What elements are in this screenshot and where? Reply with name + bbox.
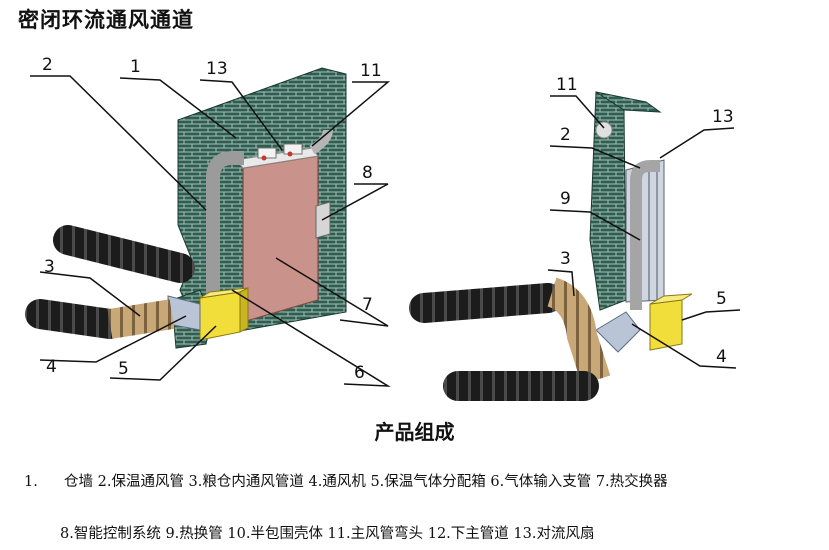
fan-unit bbox=[283, 143, 303, 155]
duct-right-upper bbox=[409, 283, 563, 323]
left-callout-numbers: 2 1 13 11 8 3 7 4 5 6 bbox=[42, 55, 382, 383]
duct-tan-section bbox=[107, 299, 175, 339]
callout-2: 2 bbox=[560, 125, 571, 145]
left-callout-lines bbox=[30, 75, 391, 387]
product-diagram: 2 1 13 11 8 3 7 4 5 6 bbox=[25, 55, 741, 401]
figure-caption: 产品组成 bbox=[374, 420, 455, 444]
left-vertical-pipe bbox=[206, 151, 244, 300]
component-list-line-1: 1. 仓墙 2.保温通风管 3.粮仓内通风管道 4.通风机 5.保温气体分配箱 6… bbox=[24, 470, 668, 491]
page-title: 密闭环流通风通道 bbox=[18, 8, 194, 32]
callout-11: 11 bbox=[360, 61, 382, 81]
component-list-line-2: 8.智能控制系统 9.热换管 10.半包围壳体 11.主风管弯头 12.下主管道… bbox=[60, 526, 595, 542]
list-number: 1. bbox=[24, 474, 38, 490]
left-main-elbow bbox=[309, 129, 333, 155]
right-callout-numbers: 11 13 2 9 3 5 4 bbox=[556, 75, 734, 367]
list-text: 仓墙 2.保温通风管 3.粮仓内通风管道 4.通风机 5.保温气体分配箱 6.气… bbox=[64, 474, 668, 490]
ventilator-right bbox=[595, 311, 641, 353]
right-wall-top bbox=[595, 91, 662, 113]
duct-lower-left bbox=[25, 299, 125, 339]
right-assembly bbox=[409, 91, 693, 401]
distribution-box-left bbox=[199, 291, 241, 341]
fan-unit bbox=[257, 147, 277, 159]
right-main-elbow bbox=[595, 121, 613, 139]
callout-1: 1 bbox=[130, 57, 141, 77]
callout-13: 13 bbox=[712, 107, 734, 127]
callout-13: 13 bbox=[206, 59, 228, 79]
callout-9: 9 bbox=[560, 189, 571, 209]
right-callout-lines bbox=[547, 95, 741, 369]
duct-right-tan bbox=[546, 277, 611, 385]
callout-6: 6 bbox=[354, 363, 365, 383]
callout-2: 2 bbox=[42, 55, 53, 75]
callout-4: 4 bbox=[716, 347, 727, 367]
callout-3: 3 bbox=[560, 249, 571, 269]
distribution-box-right bbox=[649, 299, 683, 351]
callout-11: 11 bbox=[556, 75, 578, 95]
callout-3: 3 bbox=[44, 257, 55, 277]
callout-4: 4 bbox=[46, 357, 57, 377]
callout-5: 5 bbox=[716, 289, 727, 309]
callout-7: 7 bbox=[362, 295, 373, 315]
right-vertical-pipe bbox=[630, 160, 660, 310]
callout-8: 8 bbox=[362, 163, 373, 183]
left-assembly bbox=[25, 67, 347, 349]
callout-5: 5 bbox=[118, 359, 129, 379]
duct-upper-left bbox=[53, 225, 195, 283]
heat-exchanger bbox=[242, 155, 319, 323]
